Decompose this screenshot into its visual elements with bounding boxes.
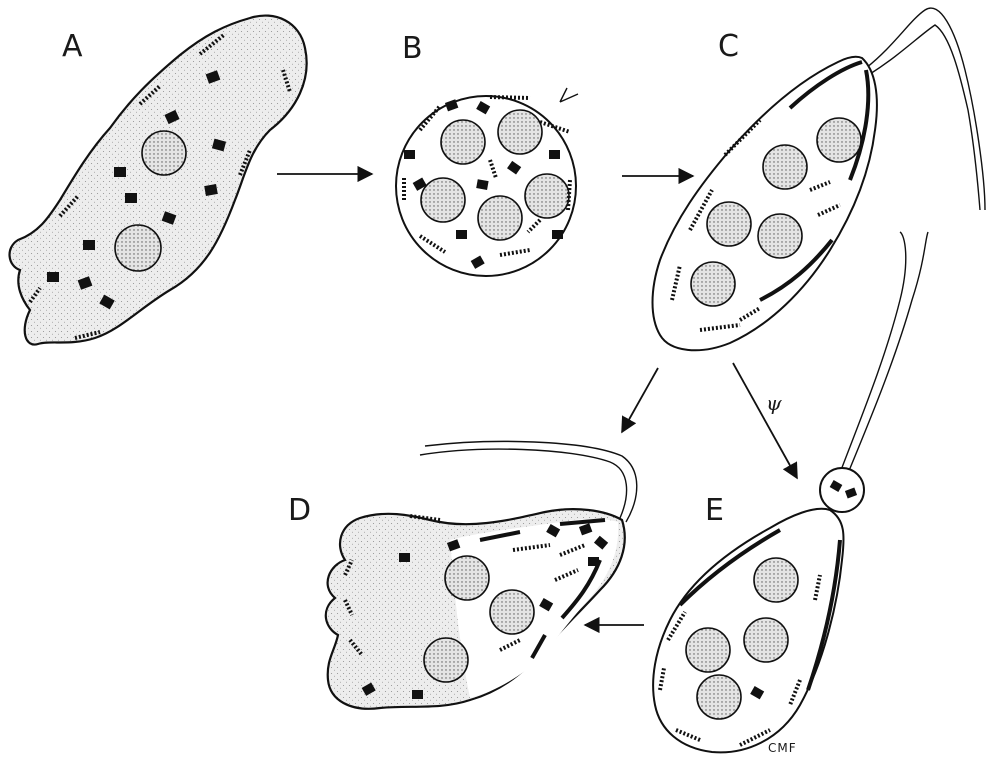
nucleus xyxy=(478,196,522,240)
flagellum xyxy=(870,25,980,210)
nucleus xyxy=(697,675,741,719)
flagellum xyxy=(425,441,637,522)
nucleus xyxy=(754,558,798,602)
stage-label-d: D xyxy=(288,493,311,528)
nucleus xyxy=(763,145,807,189)
stage-label-b: B xyxy=(402,31,423,66)
nucleus xyxy=(441,120,485,164)
nucleus xyxy=(421,178,465,222)
stage-d-amoeboflagellate xyxy=(326,441,637,708)
nucleus xyxy=(744,618,788,662)
flagellum xyxy=(846,232,928,478)
stage-b-cyst xyxy=(396,88,578,276)
stage-label-e: E xyxy=(705,493,724,528)
arrow-c-to-d xyxy=(622,368,658,432)
nucleus xyxy=(498,110,542,154)
nucleus xyxy=(758,214,802,258)
nucleus xyxy=(686,628,730,672)
artist-signature: CMF xyxy=(768,741,797,755)
nucleus xyxy=(525,174,569,218)
nucleus xyxy=(142,131,186,175)
nucleus xyxy=(490,590,534,634)
arrow-c-to-e xyxy=(733,363,797,478)
stage-c-flagellated-cell xyxy=(653,8,986,350)
nucleus xyxy=(707,202,751,246)
apical-knob xyxy=(820,468,864,512)
nucleus xyxy=(817,118,861,162)
nucleus xyxy=(424,638,468,682)
stage-label-c: C xyxy=(718,29,739,64)
nucleus xyxy=(691,262,735,306)
flagellum xyxy=(838,232,906,478)
transition-symbol: ψ xyxy=(766,391,782,415)
nucleus xyxy=(115,225,161,271)
nucleus xyxy=(445,556,489,600)
flagellum-stub xyxy=(560,88,578,102)
stage-label-a: A xyxy=(62,29,83,64)
flagellum xyxy=(420,449,627,518)
stage-a-amoeboid-cell xyxy=(10,16,307,345)
